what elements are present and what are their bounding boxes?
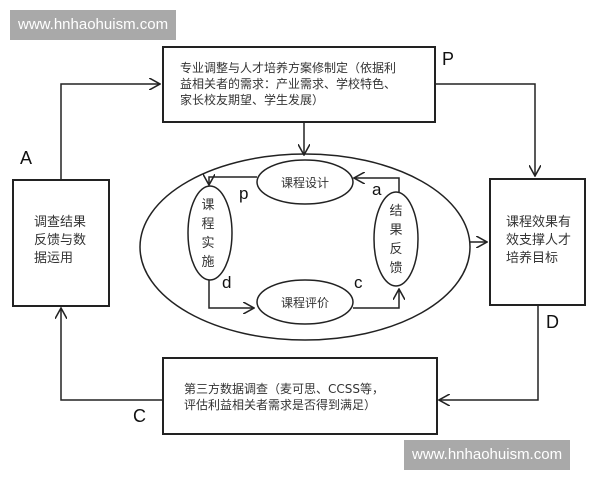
- label-p: P: [442, 49, 455, 69]
- implement-char: 实: [201, 236, 215, 251]
- label-small-p: p: [239, 184, 249, 203]
- label-small-d: d: [222, 273, 232, 292]
- check-line-1: 第三方数据调查（麦可思、CCSS等，: [184, 382, 384, 396]
- label-d: D: [546, 312, 559, 332]
- act-line-1: 调查结果: [34, 215, 87, 230]
- check-box: 第三方数据调查（麦可思、CCSS等， 评估利益相关者需求是否得到满足）: [162, 357, 438, 435]
- feedback-char: 反: [389, 242, 403, 257]
- watermark-top: www.hnhaohuism.com: [10, 10, 177, 40]
- feedback-char: 馈: [389, 261, 403, 276]
- label-c: C: [133, 406, 146, 426]
- feedback-char: 结: [389, 204, 403, 219]
- plan-line-1: 专业调整与人才培养方案修制定（依据利: [180, 61, 397, 75]
- do-line-2: 效支撑人才: [506, 233, 572, 248]
- do-line-1: 课程效果有: [506, 215, 572, 230]
- implement-char: 程: [201, 217, 215, 232]
- label-small-a: a: [372, 180, 382, 199]
- label-small-c: c: [354, 273, 363, 292]
- label-a: A: [20, 148, 33, 168]
- act-line-3: 据运用: [34, 251, 74, 266]
- implement-char: 课: [201, 198, 215, 213]
- do-line-3: 培养目标: [506, 251, 559, 266]
- plan-line-3: 家长校友期望、学生发展）: [180, 93, 325, 107]
- course-evaluate: 课程评价: [280, 296, 329, 310]
- plan-line-2: 益相关者的需求：产业需求、学校特色、: [180, 77, 397, 91]
- feedback-char: 果: [389, 223, 403, 238]
- act-line-2: 反馈与数: [34, 233, 87, 248]
- do-box: 课程效果有 效支撑人才 培养目标: [489, 178, 586, 306]
- implement-char: 施: [201, 255, 215, 270]
- course-implement: 课 程 实 施: [200, 196, 216, 272]
- result-feedback: 结 果 反 馈: [388, 202, 404, 278]
- course-design: 课程设计: [280, 176, 329, 190]
- check-line-2: 评估利益相关者需求是否得到满足）: [184, 398, 377, 412]
- act-box: 调查结果 反馈与数 据运用: [12, 179, 110, 307]
- watermark-bottom: www.hnhaohuism.com: [404, 440, 571, 470]
- plan-box: 专业调整与人才培养方案修制定（依据利 益相关者的需求：产业需求、学校特色、 家长…: [162, 46, 436, 123]
